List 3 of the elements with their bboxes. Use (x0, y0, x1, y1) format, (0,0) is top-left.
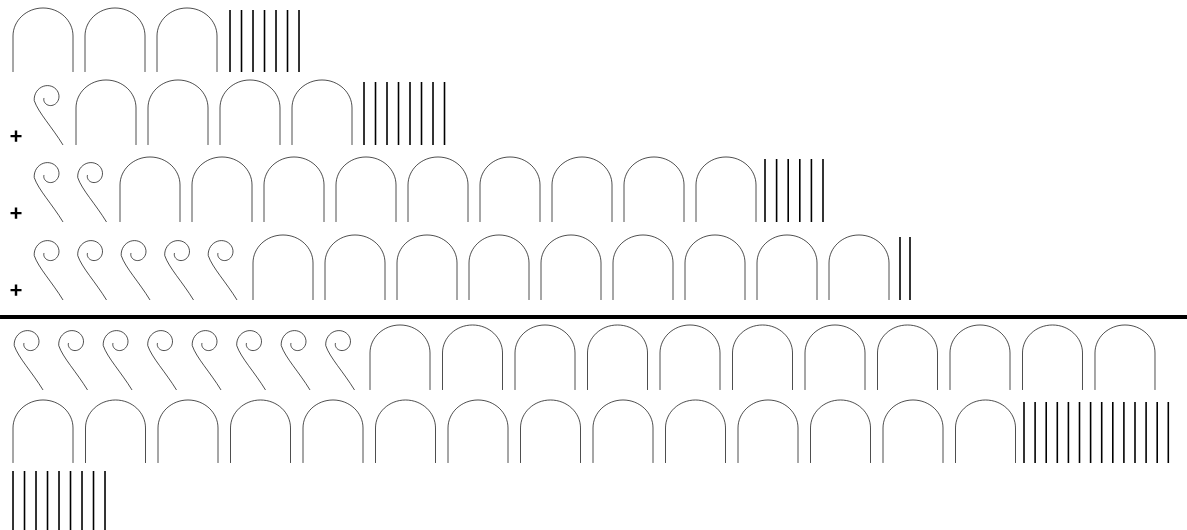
plus-sign: + (10, 207, 22, 219)
plus-sign: + (10, 130, 22, 142)
plus-sign: + (10, 284, 22, 296)
